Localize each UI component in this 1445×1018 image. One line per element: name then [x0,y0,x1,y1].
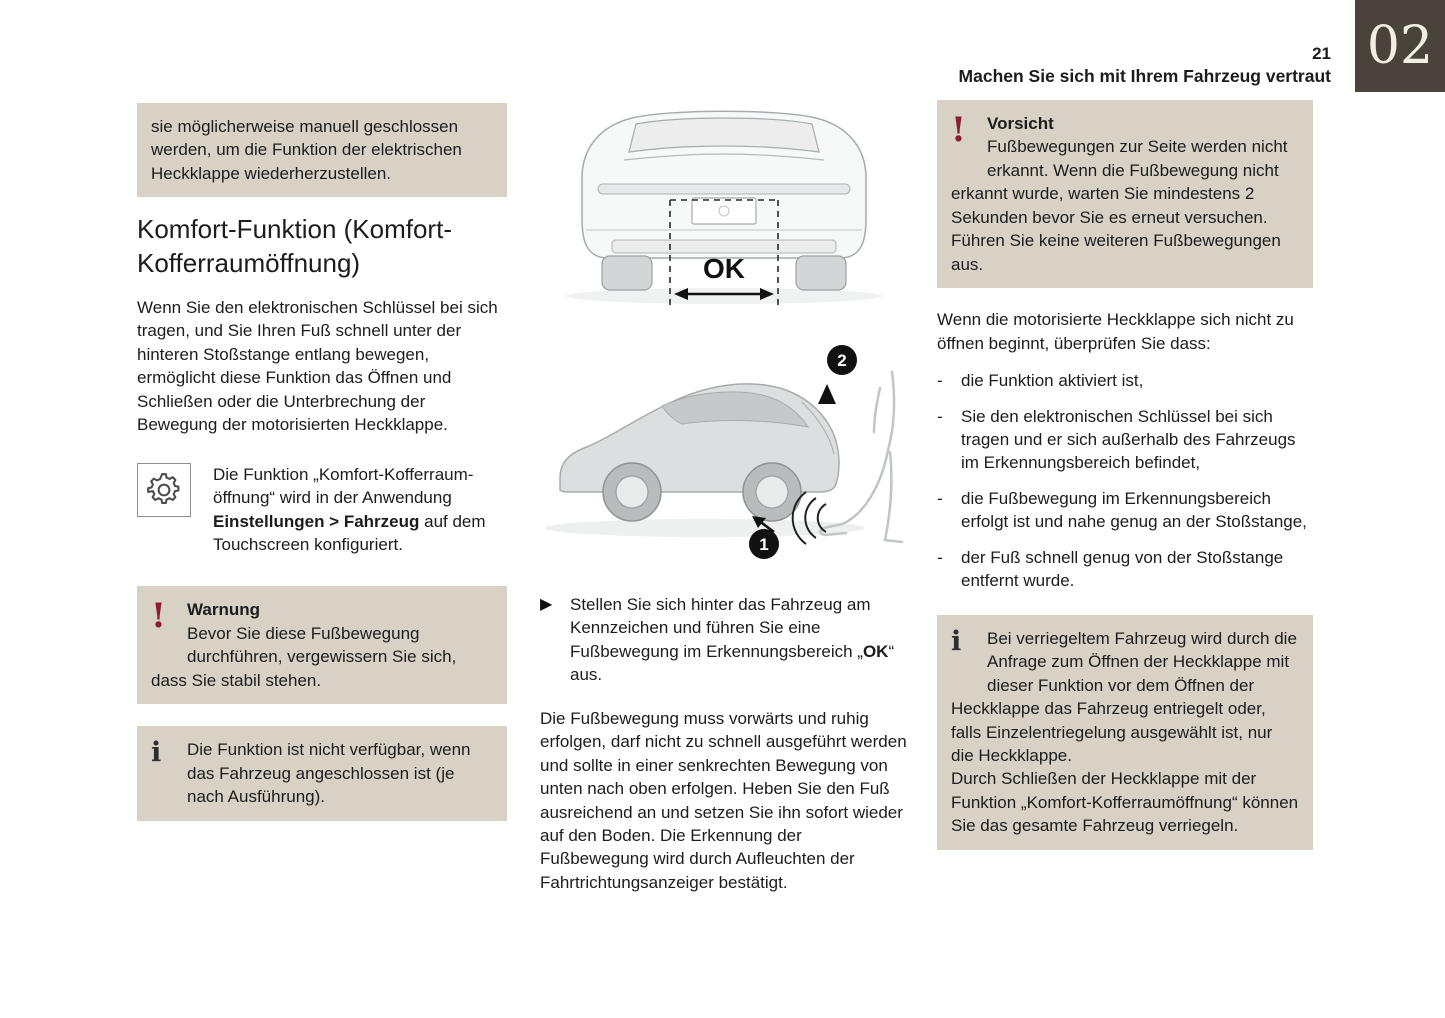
side-view-illustration: 2 1 [545,345,904,560]
instruction-text: Stellen Sie sich hinter das Fahrzeug am … [570,593,908,687]
section-heading: Komfort-Funktion (Komfort-Kofferraumöffn… [137,214,452,278]
bullet-arrow-icon: ▶ [540,595,553,613]
instruction-pre: Stellen Sie sich hinter das Fahrzeug am … [570,594,871,661]
checklist-intro: Wenn die motorisierte Heckklappe sich ni… [937,310,1294,353]
dash-marker: - [937,488,943,508]
person-sketch [819,371,904,544]
page-header-title: Machen Sie sich mit Ihrem Fahrzeug vertr… [958,66,1331,86]
dash-marker: - [937,406,943,426]
warning-text: Bevor Sie diese Fußbewegung durchführen,… [151,623,457,690]
caution-box: ! Vorsicht Fußbewegungen zur Seite werde… [937,100,1313,289]
instruction-ok: OK [862,641,889,661]
chapter-number: 02 [1366,16,1434,76]
carryover-text: sie möglicherweise manuell geschlossen w… [151,117,462,183]
step-2-label: 2 [837,351,846,370]
list-item: - die Fußbewegung im Erkennungsbereich e… [937,487,1313,534]
kick-direction-arrow [752,516,775,534]
carryover-note-box: sie möglicherweise manuell geschlossen w… [137,103,507,198]
detection-zone-dashes [669,199,779,306]
info-icon: i [151,737,162,769]
instruction-post: “ aus. [570,641,895,685]
dash-marker: - [937,371,943,391]
movement-paragraph: Die Fußbewegung muss vorwärts und ruhig … [540,708,907,892]
settings-note-pre: Die Funktion „Komfort-Kofferraum-öffnung… [213,464,474,508]
list-item: - der Fuß schnell genug von der Stoßstan… [937,546,1313,593]
settings-note-text: Die Funktion „Komfort-Kofferraum-öffnung… [213,463,507,557]
rear-view-illustration: OK [566,110,882,306]
list-item: - Sie den elektronischen Schlüssel bei s… [937,405,1313,475]
unlock-text-2: Durch Schließen der Heckklappe mit der F… [951,769,1299,836]
intro-paragraph: Wenn Sie den elektronischen Schlüssel be… [137,297,498,435]
step-2-badge [827,345,857,376]
instruction-bullet: ▶ Stellen Sie sich hinter das Fahrzeug a… [540,593,908,687]
list-item-text: die Fußbewegung im Erkennungsbereich erf… [961,488,1307,532]
right-column: ! Vorsicht Fußbewegungen zur Seite werde… [937,100,1313,850]
info-icon: i [951,625,962,657]
step-1-label: 1 [759,535,768,554]
info-text: Die Funktion ist nicht verfügbar, wenn d… [187,740,471,807]
kick-waves [791,491,827,546]
list-item-text: die Funktion aktiviert ist, [961,371,1144,391]
zone-width-arrow [674,288,774,300]
left-column: sie möglicherweise manuell geschlossen w… [137,103,507,821]
step-1-badge [749,529,779,560]
dash-marker: - [937,547,943,567]
detection-zone-label: OK [703,253,745,284]
warning-icon: ! [151,596,166,637]
warning-title: Warnung [187,600,261,620]
caution-text-2: Führen Sie keine weiteren Fußbewegungen … [951,231,1281,274]
middle-column: OK [540,100,908,894]
gear-icon [137,462,191,517]
list-item: - die Funktion aktiviert ist, [937,369,1313,392]
list-item-text: der Fuß schnell genug von der Stoßstange… [961,547,1284,591]
caution-text-1: Fußbewegungen zur Seite werden nicht erk… [951,137,1288,227]
chapter-tab: 02 [1355,0,1445,92]
info-box-availability: i Die Funktion ist nicht verfügbar, wenn… [137,726,507,821]
info-box-unlock: i Bei verriegeltem Fahrzeug wird durch d… [937,614,1313,850]
caution-icon: ! [951,110,966,150]
unlock-text-1: Bei verriegeltem Fahrzeug wird durch die… [951,628,1297,765]
tailgate-up-arrow [818,384,836,405]
caution-title: Vorsicht [987,114,1054,133]
list-item-text: Sie den elektronischen Schlüssel bei sic… [961,406,1296,473]
warning-box: ! Warnung Bevor Sie diese Fußbewegung du… [137,586,507,705]
page-number: 21 [1312,44,1331,63]
settings-menu-path: Einstellungen > Fahrzeug [213,511,420,531]
settings-note: Die Funktion „Komfort-Kofferraum-öffnung… [137,462,507,557]
settings-note-post: auf dem Touchscreen konfiguriert. [213,511,486,554]
